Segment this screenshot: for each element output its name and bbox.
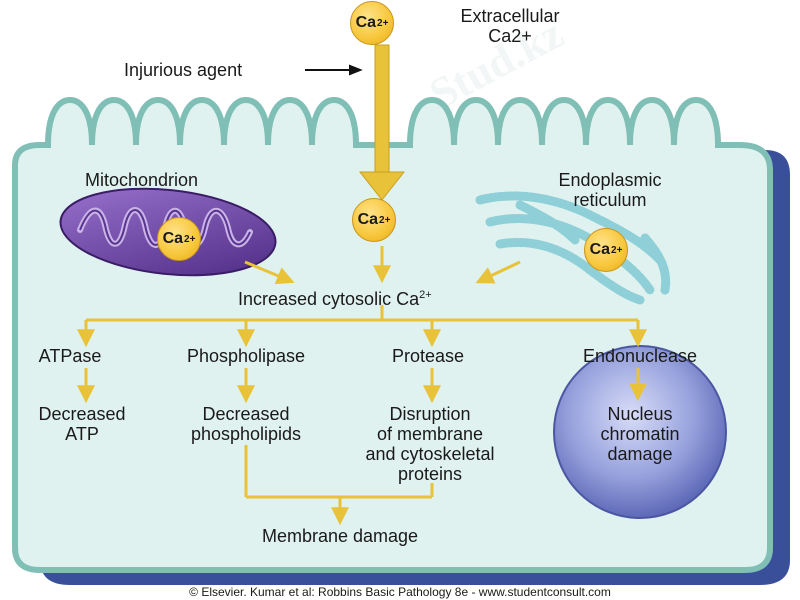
extracellular-label: Extracellular Ca2+ (460, 6, 560, 46)
effect-arrows (77, 368, 647, 404)
enzyme-arrows (77, 320, 647, 348)
source-arrows (244, 246, 521, 285)
decreased-atp-label: Decreased ATP (38, 404, 126, 444)
mitochondrion-label: Mitochondrion (85, 170, 199, 190)
endonuclease-label: Endonuclease (582, 346, 698, 366)
endoplasmic-reticulum-label: Endoplasmic reticulum (558, 170, 662, 210)
disruption-label: Disruption of membrane and cytoskeletal … (365, 404, 495, 484)
decreased-phospholipids-label: Decreased phospholipids (190, 404, 302, 444)
nucleus-label: Nucleus chromatin damage (600, 404, 680, 464)
injurious-agent-label: Injurious agent (124, 60, 243, 80)
protease-label: Protease (391, 346, 465, 366)
calcium-influx-arrow (358, 44, 406, 201)
phospholipase-label: Phospholipase (186, 346, 306, 366)
membrane-damage-label: Membrane damage (261, 526, 419, 546)
branch-connectors (86, 305, 638, 322)
copyright-footer: © Elsevier. Kumar et al: Robbins Basic P… (189, 585, 611, 599)
increased-cytosolic-label: Increased cytosolic Ca2+ (238, 289, 432, 309)
atpase-label: ATPase (38, 346, 102, 366)
